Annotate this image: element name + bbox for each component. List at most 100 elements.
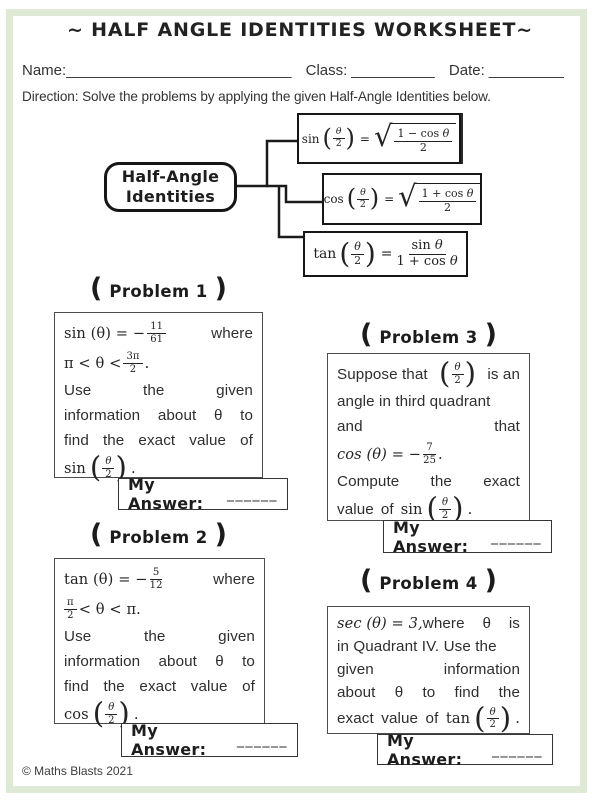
problem-1-title: Problem 1	[109, 281, 208, 301]
my-answer-label: My Answer:	[128, 475, 204, 513]
heading-paren-left: (	[360, 319, 373, 350]
my-answer-label: My Answer:	[393, 517, 469, 556]
heading-paren-left: (	[360, 565, 373, 596]
date-blank[interactable]: _________	[488, 62, 564, 79]
header-fields: Name:___________________________ Class:_…	[22, 62, 582, 79]
where-word: where	[213, 570, 255, 588]
copyright-text: © Maths Blasts 2021	[22, 764, 133, 778]
heading-paren-right: )	[214, 273, 227, 304]
where-word: where	[211, 324, 253, 342]
answer-blank[interactable]: ______	[492, 741, 543, 758]
class-label: Class:	[305, 62, 348, 79]
formula-fn: cos	[323, 192, 344, 206]
problem-4-answer-box: My Answer: ______	[377, 731, 553, 769]
problem-1-answer-box: My Answer: ______	[118, 475, 288, 513]
right-paren: )	[345, 123, 355, 152]
my-answer-label: My Answer:	[131, 721, 207, 759]
problem-4-title: Problem 4	[379, 573, 478, 593]
node-label-line2: Identities	[125, 187, 216, 206]
problem-2-title: Problem 2	[109, 527, 208, 547]
half-angle-identities-node: Half-Angle Identities	[104, 162, 237, 212]
class-blank[interactable]: __________	[351, 62, 435, 79]
worksheet-title: ~ HALF ANGLE IDENTITIES WORKSHEET~	[67, 19, 533, 41]
body-line: in Quadrant IV. Use the	[337, 638, 497, 655]
problem-2-answer-box: My Answer: ______	[121, 721, 298, 759]
given-line: sec (θ) = 3,where θ is	[337, 615, 520, 632]
right-paren: )	[364, 236, 376, 270]
direction-text: Direction: Solve the problems by applyin…	[22, 89, 491, 104]
problem-3-answer-box: My Answer: ______	[383, 517, 552, 556]
my-answer-label: My Answer:	[387, 730, 463, 769]
left-paren: (	[339, 236, 351, 270]
radical-sign: √	[398, 179, 417, 214]
problem-1-heading: ( Problem 1 )	[54, 273, 263, 304]
heading-paren-left: (	[90, 273, 103, 304]
left-paren: (	[346, 184, 357, 213]
radical-sign: √	[373, 118, 393, 153]
answer-blank[interactable]: ______	[227, 486, 278, 502]
name-blank[interactable]: ___________________________	[66, 62, 292, 79]
equals-sign: =	[384, 192, 395, 206]
node-label-line1: Half-Angle	[121, 167, 220, 186]
left-paren: (	[322, 123, 332, 152]
equals-sign: =	[380, 246, 393, 262]
heading-paren-left: (	[90, 519, 103, 550]
heading-paren-right: )	[484, 565, 497, 596]
equals-sign: =	[359, 131, 370, 146]
body-line: angle in third quadrant	[337, 393, 491, 410]
right-paren: )	[369, 184, 380, 213]
math-expression: sec (θ) = 3,where	[337, 615, 465, 632]
formula-fn: sin	[301, 131, 320, 146]
answer-blank[interactable]: ______	[491, 528, 542, 545]
problem-2-heading: ( Problem 2 )	[54, 519, 263, 550]
problem-4-heading: ( Problem 4 )	[327, 565, 530, 596]
answer-blank[interactable]: ______	[237, 732, 288, 748]
problem-3-heading: ( Problem 3 )	[327, 319, 530, 350]
date-label: Date:	[448, 62, 485, 79]
